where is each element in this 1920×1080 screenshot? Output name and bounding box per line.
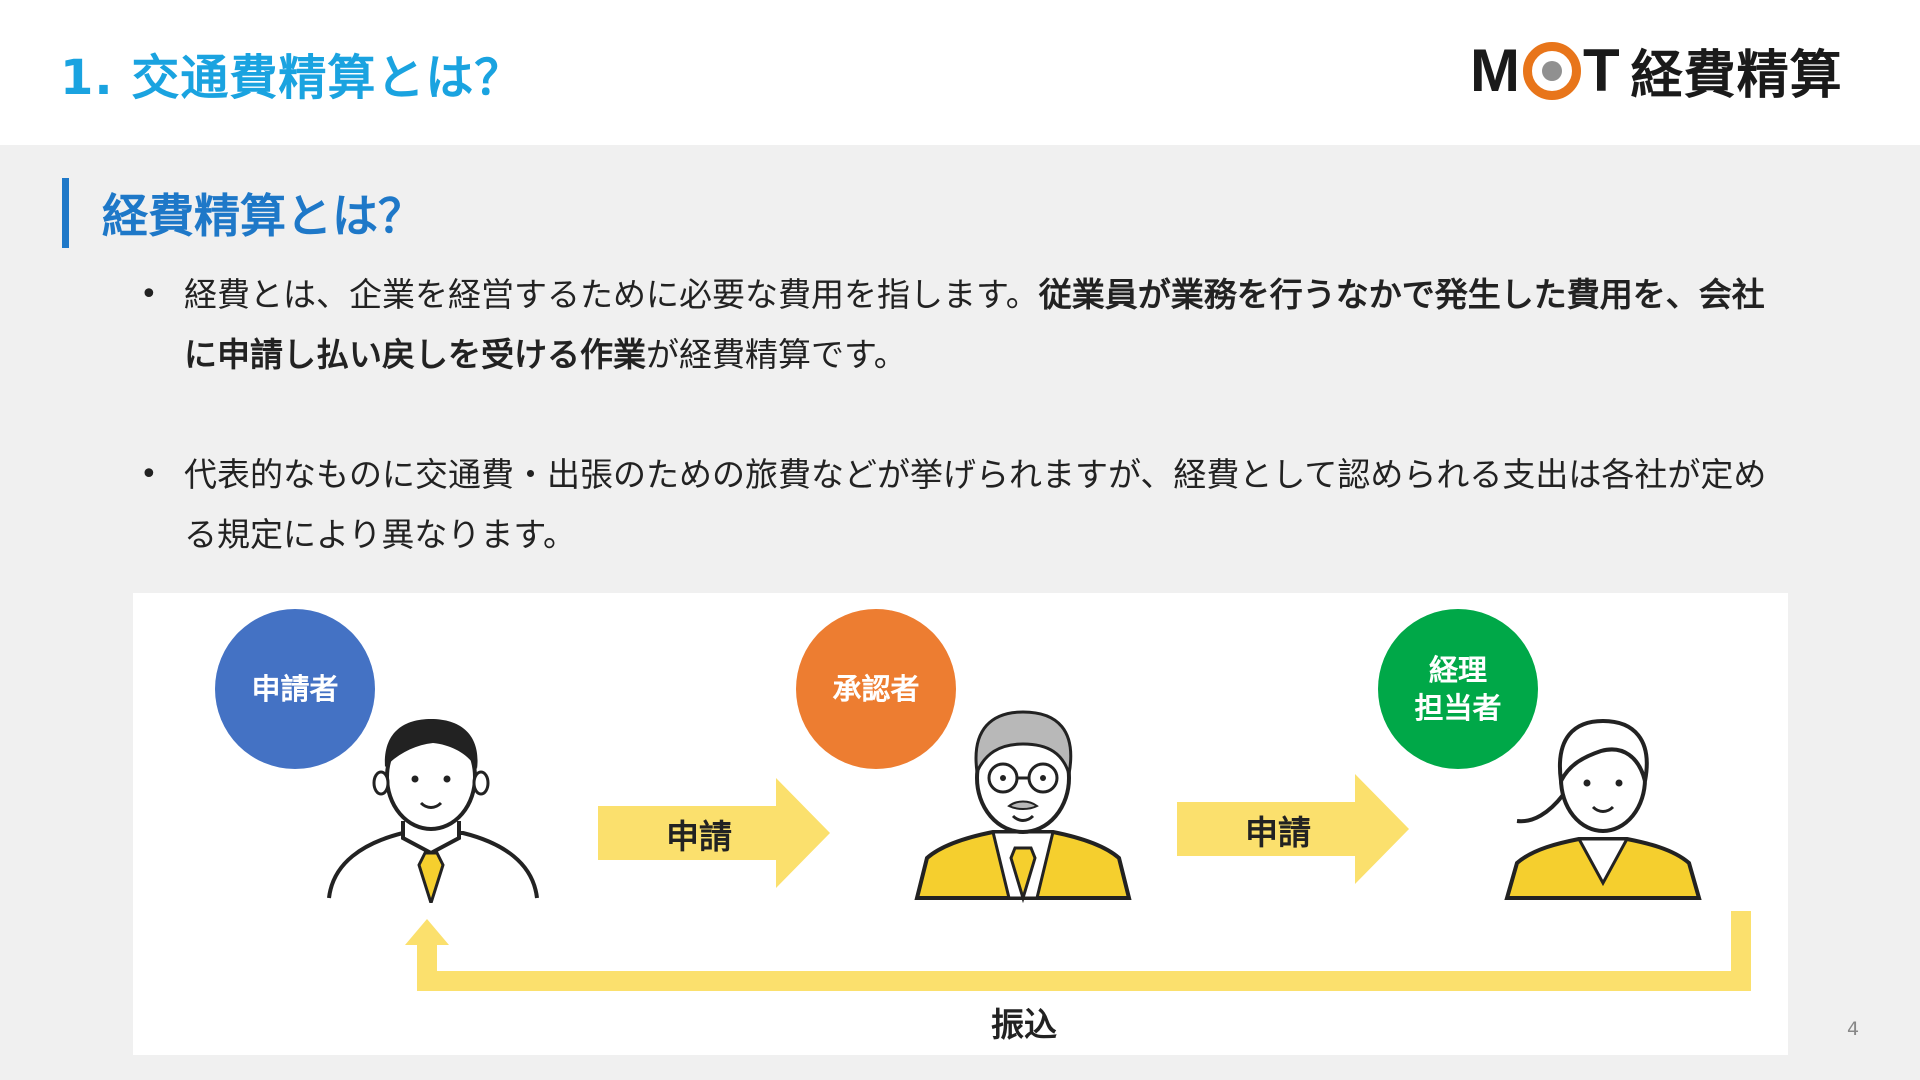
applicant-person-icon: [327, 719, 539, 903]
request-arrow-1-label: 申請: [666, 817, 732, 856]
logo-o-icon: [1522, 42, 1581, 100]
logo-letter-m: M: [1470, 36, 1521, 104]
role-applicant-label: 申請者: [251, 672, 339, 706]
bullet-1-plain-end: が経費精算です。: [646, 335, 907, 374]
logo-letter-t: T: [1582, 36, 1621, 104]
slide-title: 1. 交通費精算とは？: [60, 50, 524, 106]
bullet-item-2: • 代表的なものに交通費・出張のための旅費などが挙げられますが、経費として認めら…: [140, 445, 1780, 565]
section-accent-bar: [62, 178, 69, 248]
logo-text: 経費精算: [1630, 45, 1843, 106]
bullet-dot: •: [140, 277, 158, 312]
transfer-return-arrow: [405, 911, 1751, 991]
request-arrow-2: [1177, 774, 1409, 884]
accounting-person-icon: [1504, 718, 1702, 900]
section-title: 経費精算とは？: [102, 189, 424, 243]
page-number: 4: [1847, 1018, 1860, 1040]
expense-flow-diagram: 申請者 承認者 経理担当者: [133, 593, 1788, 1055]
role-applicant: 申請者: [215, 609, 375, 769]
role-accounting-label: 経理担当者: [1414, 653, 1502, 725]
bullet-item-1: • 経費とは、企業を経営するために必要な費用を指します。従業員が業務を行うなかで…: [140, 265, 1780, 385]
request-arrow-2-label: 申請: [1245, 813, 1311, 852]
bullet-1-bold: 従業員が業務を行うなかで発生した費用を、会社に申請し払い戻しを受ける作業: [184, 275, 1765, 374]
role-approver-label: 承認者: [832, 672, 920, 706]
bullet-dot: •: [140, 457, 158, 492]
transfer-label: 振込: [991, 1005, 1057, 1044]
bullet-1-plain-start: 経費とは、企業を経営するために必要な費用を指します。: [184, 275, 1039, 314]
approver-person-icon: [914, 710, 1132, 903]
role-accounting: 経理担当者: [1378, 609, 1538, 769]
bullet-text: 代表的なものに交通費・出張のための旅費などが挙げられますが、経費として認められる…: [184, 455, 1767, 554]
bullet-text: 経費とは、企業を経営するために必要な費用を指します。従業員が業務を行うなかで発生…: [184, 265, 1780, 385]
role-approver: 承認者: [796, 609, 956, 769]
request-arrow-1: [598, 778, 830, 888]
mot-logo: M T 経費精算: [1470, 37, 1843, 106]
slide-header: 1. 交通費精算とは？ M T 経費精算: [0, 0, 1920, 145]
